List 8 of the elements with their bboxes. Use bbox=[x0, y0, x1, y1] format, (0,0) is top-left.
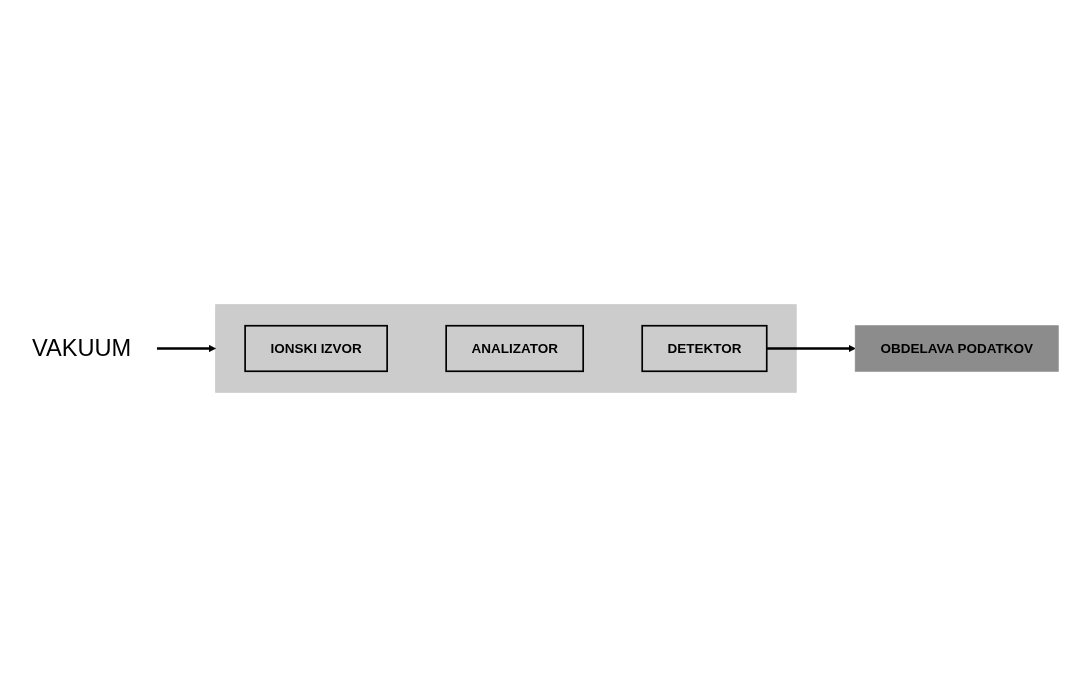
node-box: IONSKI IZVOR bbox=[244, 324, 388, 373]
node-box: OBDELAVA PODATKOV bbox=[854, 325, 1059, 372]
node-text: VAKUUM bbox=[32, 335, 132, 362]
arrow bbox=[766, 344, 856, 353]
node-box: ANALIZATOR bbox=[445, 324, 585, 373]
node-box: DETEKTOR bbox=[641, 324, 768, 373]
arrow bbox=[156, 344, 216, 353]
cluster bbox=[215, 304, 797, 393]
